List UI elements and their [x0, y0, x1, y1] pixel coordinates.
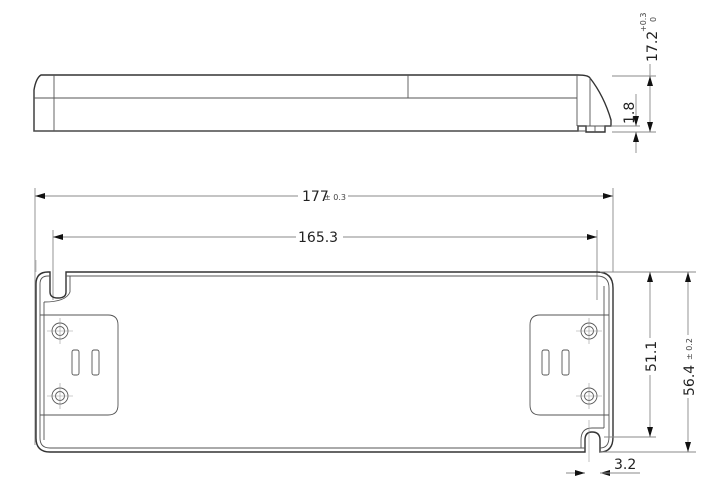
dim-177-tol: ± 0.3 [324, 193, 346, 202]
dim-165-3-label: 165.3 [298, 230, 338, 246]
dim-51-1: 51.1 [600, 271, 696, 453]
dim-56-4-tol: ± 0.2 [685, 338, 694, 360]
terminal-slot [561, 349, 570, 376]
dim-177-label: 177 [302, 189, 329, 205]
screws [47, 318, 602, 409]
bottom-outline [35, 271, 614, 453]
slot-left-inner [43, 276, 71, 303]
screw-icon [47, 318, 73, 344]
dim-17-2-label: 17.2 [645, 31, 661, 62]
dim-1-8: 1.8 [611, 94, 640, 153]
screw-icon [576, 318, 602, 344]
left-pocket [40, 314, 119, 416]
dim-3-2-label: 3.2 [614, 457, 636, 473]
terminal-slot [91, 349, 100, 376]
dim-17-2-tol-lower: 0 [649, 17, 658, 22]
screw-icon [47, 383, 73, 409]
side-view [33, 74, 612, 133]
dim-51-1-label: 51.1 [644, 341, 660, 372]
bottom-inner-outline [39, 275, 610, 449]
terminal-slot [541, 349, 550, 376]
screw-icon [576, 383, 602, 409]
slot-right-inner [580, 427, 604, 448]
dim-17-2: 17.2 +0.3 0 [612, 13, 661, 133]
dim-3-2: 3.2 [566, 457, 640, 476]
bottom-view [35, 260, 614, 462]
dim-1-8-label: 1.8 [622, 102, 638, 124]
left-terminals [71, 349, 100, 376]
dim-17-2-tol-upper: +0.3 [639, 13, 648, 32]
dim-56-4: 56.4 ± 0.2 [682, 272, 698, 452]
terminal-slot [71, 349, 80, 376]
dim-165-3: 165.3 [52, 230, 598, 300]
right-pocket [529, 314, 609, 416]
right-terminals [541, 349, 570, 376]
dim-177: 177 ± 0.3 [34, 188, 614, 445]
side-outline [33, 74, 612, 133]
dim-56-4-label: 56.4 [682, 365, 698, 396]
